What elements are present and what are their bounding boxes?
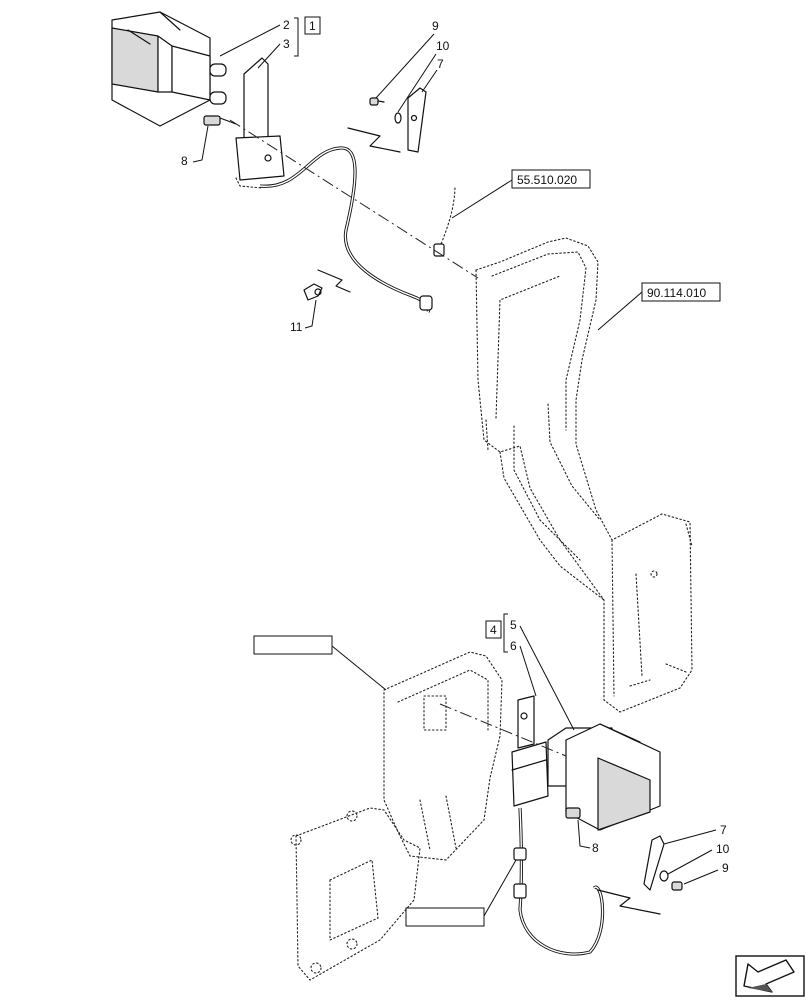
cable-bottom (513, 807, 605, 956)
ref-cab-top-label: 90.114.010 (647, 286, 706, 300)
clamp-11 (303, 283, 323, 301)
callout-3: 3 (283, 37, 290, 51)
cable-top (259, 146, 433, 313)
fasteners-top (369, 87, 427, 153)
ref-cab-bottom[interactable] (253, 635, 387, 691)
lamp-bracket-bottom (511, 695, 549, 807)
screw-8-bottom (565, 807, 581, 819)
callout-group-4: 4 5 6 (485, 613, 575, 731)
callout-8-top-group: 8 (181, 125, 209, 168)
lamp-bracket-top (235, 57, 285, 189)
section-cut-marks-top (317, 127, 401, 293)
cab-panel-bottom (290, 651, 503, 981)
callout-10-top: 10 (436, 39, 450, 53)
callout-2: 2 (283, 18, 290, 32)
bottom-lamp-assembly (439, 695, 683, 956)
callout-11: 11 (290, 320, 303, 334)
callout-4: 4 (490, 623, 497, 637)
section-cut-mark-bottom (597, 889, 661, 915)
callout-8-top: 8 (181, 154, 188, 168)
cab-panel-top (475, 237, 693, 713)
arrow-back-icon[interactable] (735, 955, 805, 997)
callouts-top-right: 9 10 7 (375, 19, 450, 113)
callout-8-bottom-group: 8 (577, 819, 599, 855)
callout-9-top: 9 (432, 19, 439, 33)
callout-7-top: 7 (437, 57, 444, 71)
callout-6: 6 (510, 639, 517, 653)
screw-8-top (203, 115, 237, 126)
fasteners-bottom (643, 835, 683, 891)
callout-11-group: 11 (290, 299, 317, 334)
ref-wiring-top-label: 55.510.020 (517, 173, 577, 187)
ref-wiring-top[interactable]: 55.510.020 (451, 169, 591, 219)
top-lamp-assembly (111, 11, 479, 313)
callout-9-bottom: 9 (722, 861, 729, 875)
callouts-bottom-right: 7 10 9 (663, 823, 730, 885)
ref-wiring-bottom[interactable] (405, 859, 517, 927)
callout-7-bottom: 7 (720, 823, 727, 837)
lamp-housing-top (111, 11, 227, 127)
ref-cab-top[interactable]: 90.114.010 (597, 282, 721, 331)
callout-5: 5 (510, 618, 517, 632)
lamp-housing-bottom (547, 723, 661, 831)
callout-8-bottom: 8 (592, 841, 599, 855)
callout-10-bottom: 10 (716, 842, 730, 856)
callout-1: 1 (309, 19, 316, 33)
callout-group-1: 2 3 1 (219, 16, 321, 69)
